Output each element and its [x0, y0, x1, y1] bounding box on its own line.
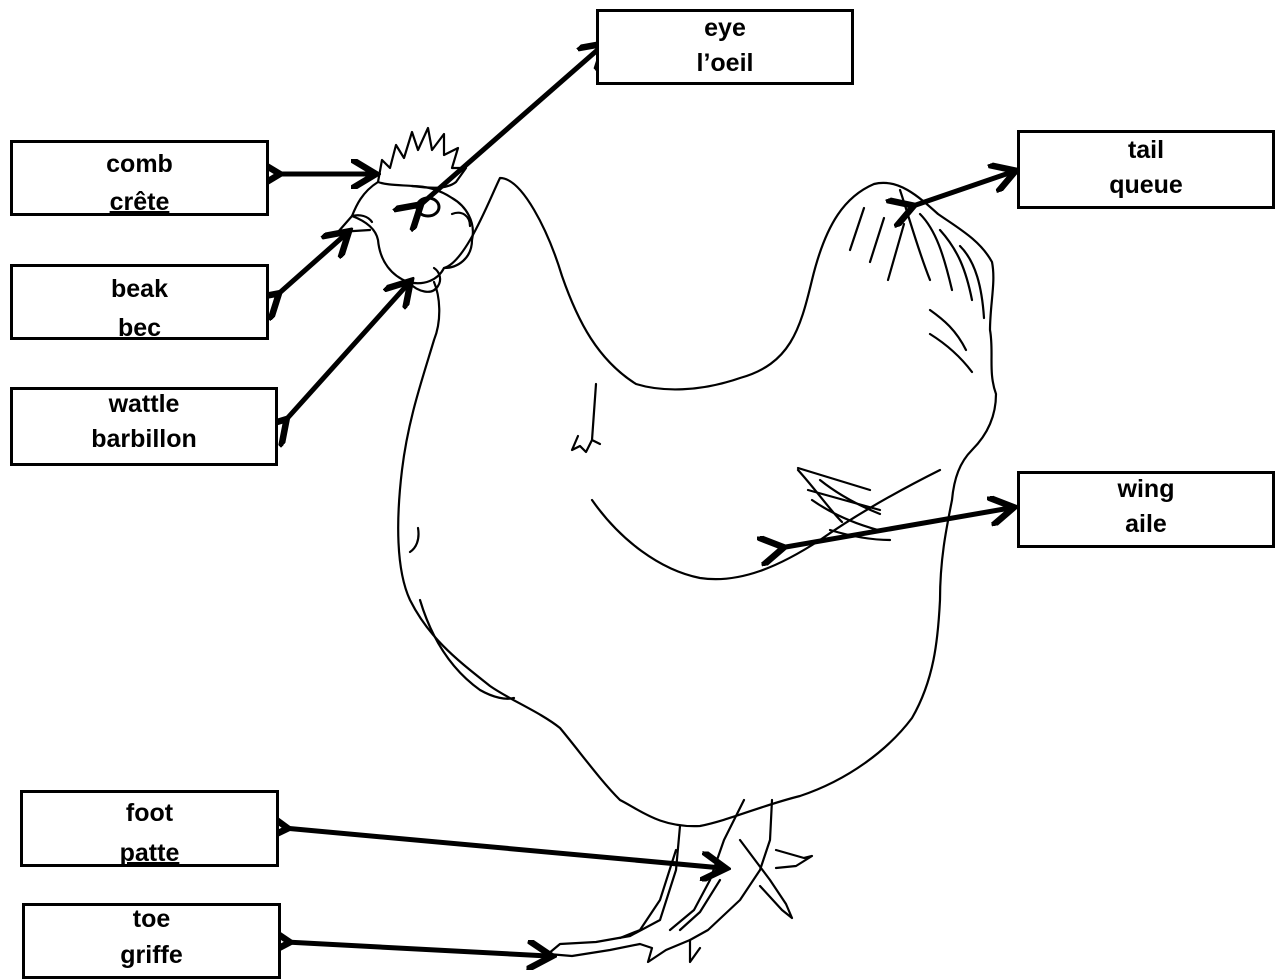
beak-arrow — [276, 234, 346, 296]
wattle-arrow — [284, 284, 408, 422]
tail-label-box: tail queue — [1017, 130, 1275, 209]
wing-label-en: wing — [1117, 475, 1175, 503]
beak-label-en: beak — [111, 275, 168, 303]
wing-label-box: wing aile — [1017, 471, 1275, 548]
eye-label-en: eye — [704, 14, 746, 42]
comb-label-box: comb crête — [10, 140, 269, 216]
foot-arrow — [284, 828, 722, 868]
head-outline — [350, 180, 474, 285]
wing-label-fr: aile — [1125, 510, 1167, 538]
eye-arrow — [418, 46, 602, 207]
tail-label-fr: queue — [1109, 171, 1183, 199]
body-outline — [397, 176, 998, 828]
toe-label-box: toe griffe — [22, 903, 281, 979]
toe-arrow — [286, 942, 548, 956]
wattle-outline — [406, 266, 442, 293]
wattle-label-fr: barbillon — [91, 425, 197, 453]
eye-label-fr: l’oeil — [696, 49, 754, 77]
wattle-label-box: wattle barbillon — [10, 387, 278, 466]
wing-arrow — [780, 508, 1010, 548]
eye-label-box: eye l’oeil — [596, 9, 854, 85]
tail-label-en: tail — [1127, 136, 1165, 164]
toe-label-fr: griffe — [120, 941, 183, 969]
toe-label-en: toe — [132, 905, 171, 933]
foot-label-fr: patte — [119, 839, 180, 867]
leg-outline — [546, 798, 774, 964]
tail-arrow — [910, 172, 1012, 207]
wattle-label-en: wattle — [108, 390, 180, 418]
beak-label-box: beak bec — [10, 264, 269, 342]
comb-label-en: comb — [106, 150, 173, 178]
foot-label-box: foot patte — [20, 790, 279, 867]
beak-label-fr: bec — [117, 314, 162, 342]
wing-outline — [590, 468, 942, 581]
comb-label-fr: crête — [109, 188, 170, 216]
foot-label-en: foot — [125, 799, 174, 827]
